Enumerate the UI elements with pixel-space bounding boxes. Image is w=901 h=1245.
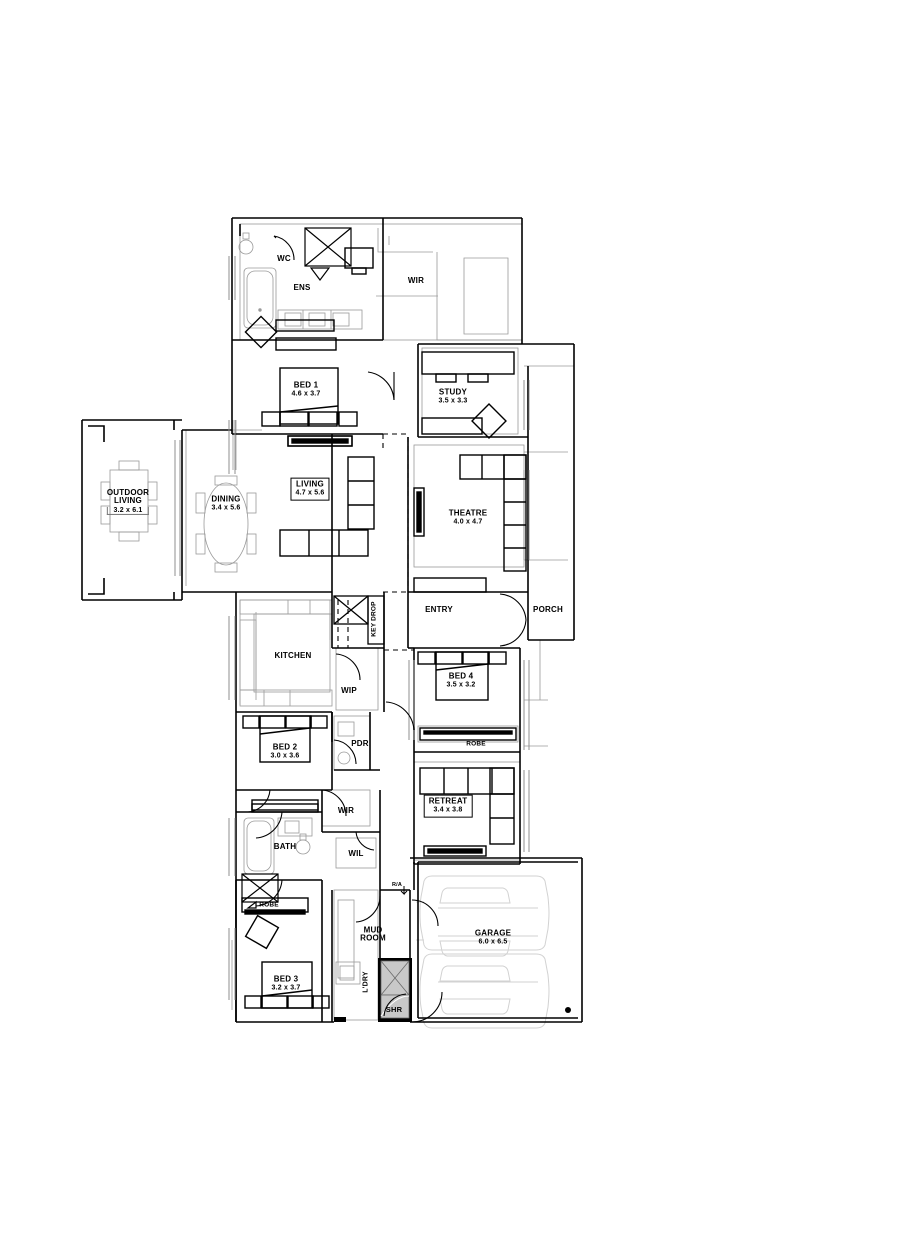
room-label-wc: WC [277,253,291,263]
room-name: WIR [337,805,355,815]
room-name: WC [277,253,291,263]
room-name: STUDY [438,387,468,397]
room-dimension: 3.4 x 5.6 [211,505,241,513]
room-label-key_drop: KEY DROP [370,601,379,637]
room-label-wir_master: WIR [407,275,425,285]
wall-fills [334,958,412,1022]
room-name: DINING [211,494,241,504]
room-label-robe_bed4: ROBE [466,740,486,749]
room-name: R/A [391,882,403,889]
furniture [241,227,527,1009]
room-name: BED 3 [273,974,299,984]
room-name: SHR [385,1005,403,1015]
windows [174,256,530,1000]
room-name: BED 1 [293,380,319,390]
room-label-pdr: PDR [351,738,369,748]
room-name: GARAGE [474,928,512,938]
room-label-wir_bed2: WIR [337,805,355,815]
room-name: BED 4 [448,671,474,681]
room-label-shr: SHR [386,1006,402,1014]
shaded-fixtures [380,960,410,1019]
room-label-kitchen: KITCHEN [274,650,312,660]
room-name: ENTRY [425,604,453,614]
room-name: THEATRE [448,508,488,518]
room-label-robe_bed3: ROBE [259,901,279,910]
room-label-ra: R/A [391,882,403,889]
structural-walls [81,217,583,1023]
room-name: L'DRY [362,971,370,993]
room-dimension: 3.2 x 6.1 [106,506,150,516]
room-dimension: 4.7 x 5.6 [295,490,325,498]
door-swings [247,235,527,1023]
room-dimension: 3.2 x 3.7 [271,985,301,993]
room-name: RETREAT [428,796,468,806]
room-label-entry: ENTRY [425,604,453,614]
room-dimension: 3.5 x 3.3 [438,398,468,406]
dashed-ceiling-lines [337,433,414,651]
room-label-ldry: L'DRY [362,971,369,992]
room-label-wip: WIP [341,685,357,695]
room-name: PDR [351,738,369,748]
room-name: ROBE [466,740,486,748]
room-name: LIVING [296,479,324,489]
room-label-ens: ENS [293,282,311,292]
room-dimension: 3.4 x 3.8 [433,807,463,815]
room-label-wil: WIL [348,848,364,858]
return-air-symbol [400,886,408,896]
room-dimension: 4.0 x 4.7 [453,519,483,527]
room-dimension: 3.5 x 3.2 [446,682,476,690]
room-name: WIR [407,275,425,285]
room-name: PORCH [533,604,563,614]
room-label-bath: BATH [273,841,297,851]
room-name: BATH [273,841,297,851]
room-name: WIP [341,685,357,695]
room-name: KITCHEN [274,650,312,660]
room-dimension: 4.6 x 3.7 [291,391,321,399]
key-drop-cabinet [333,595,385,645]
room-name: ROBE [259,901,279,909]
room-name: WIL [348,848,364,858]
room-dimension: 6.0 x 6.5 [478,939,508,947]
floor-waste-icon [565,1007,571,1013]
room-name: KEY DROP [370,601,378,637]
room-label-porch: PORCH [533,604,563,614]
room-name: ENS [293,282,311,292]
room-name: BED 2 [272,742,298,752]
room-dimension: 3.0 x 3.6 [270,753,300,761]
